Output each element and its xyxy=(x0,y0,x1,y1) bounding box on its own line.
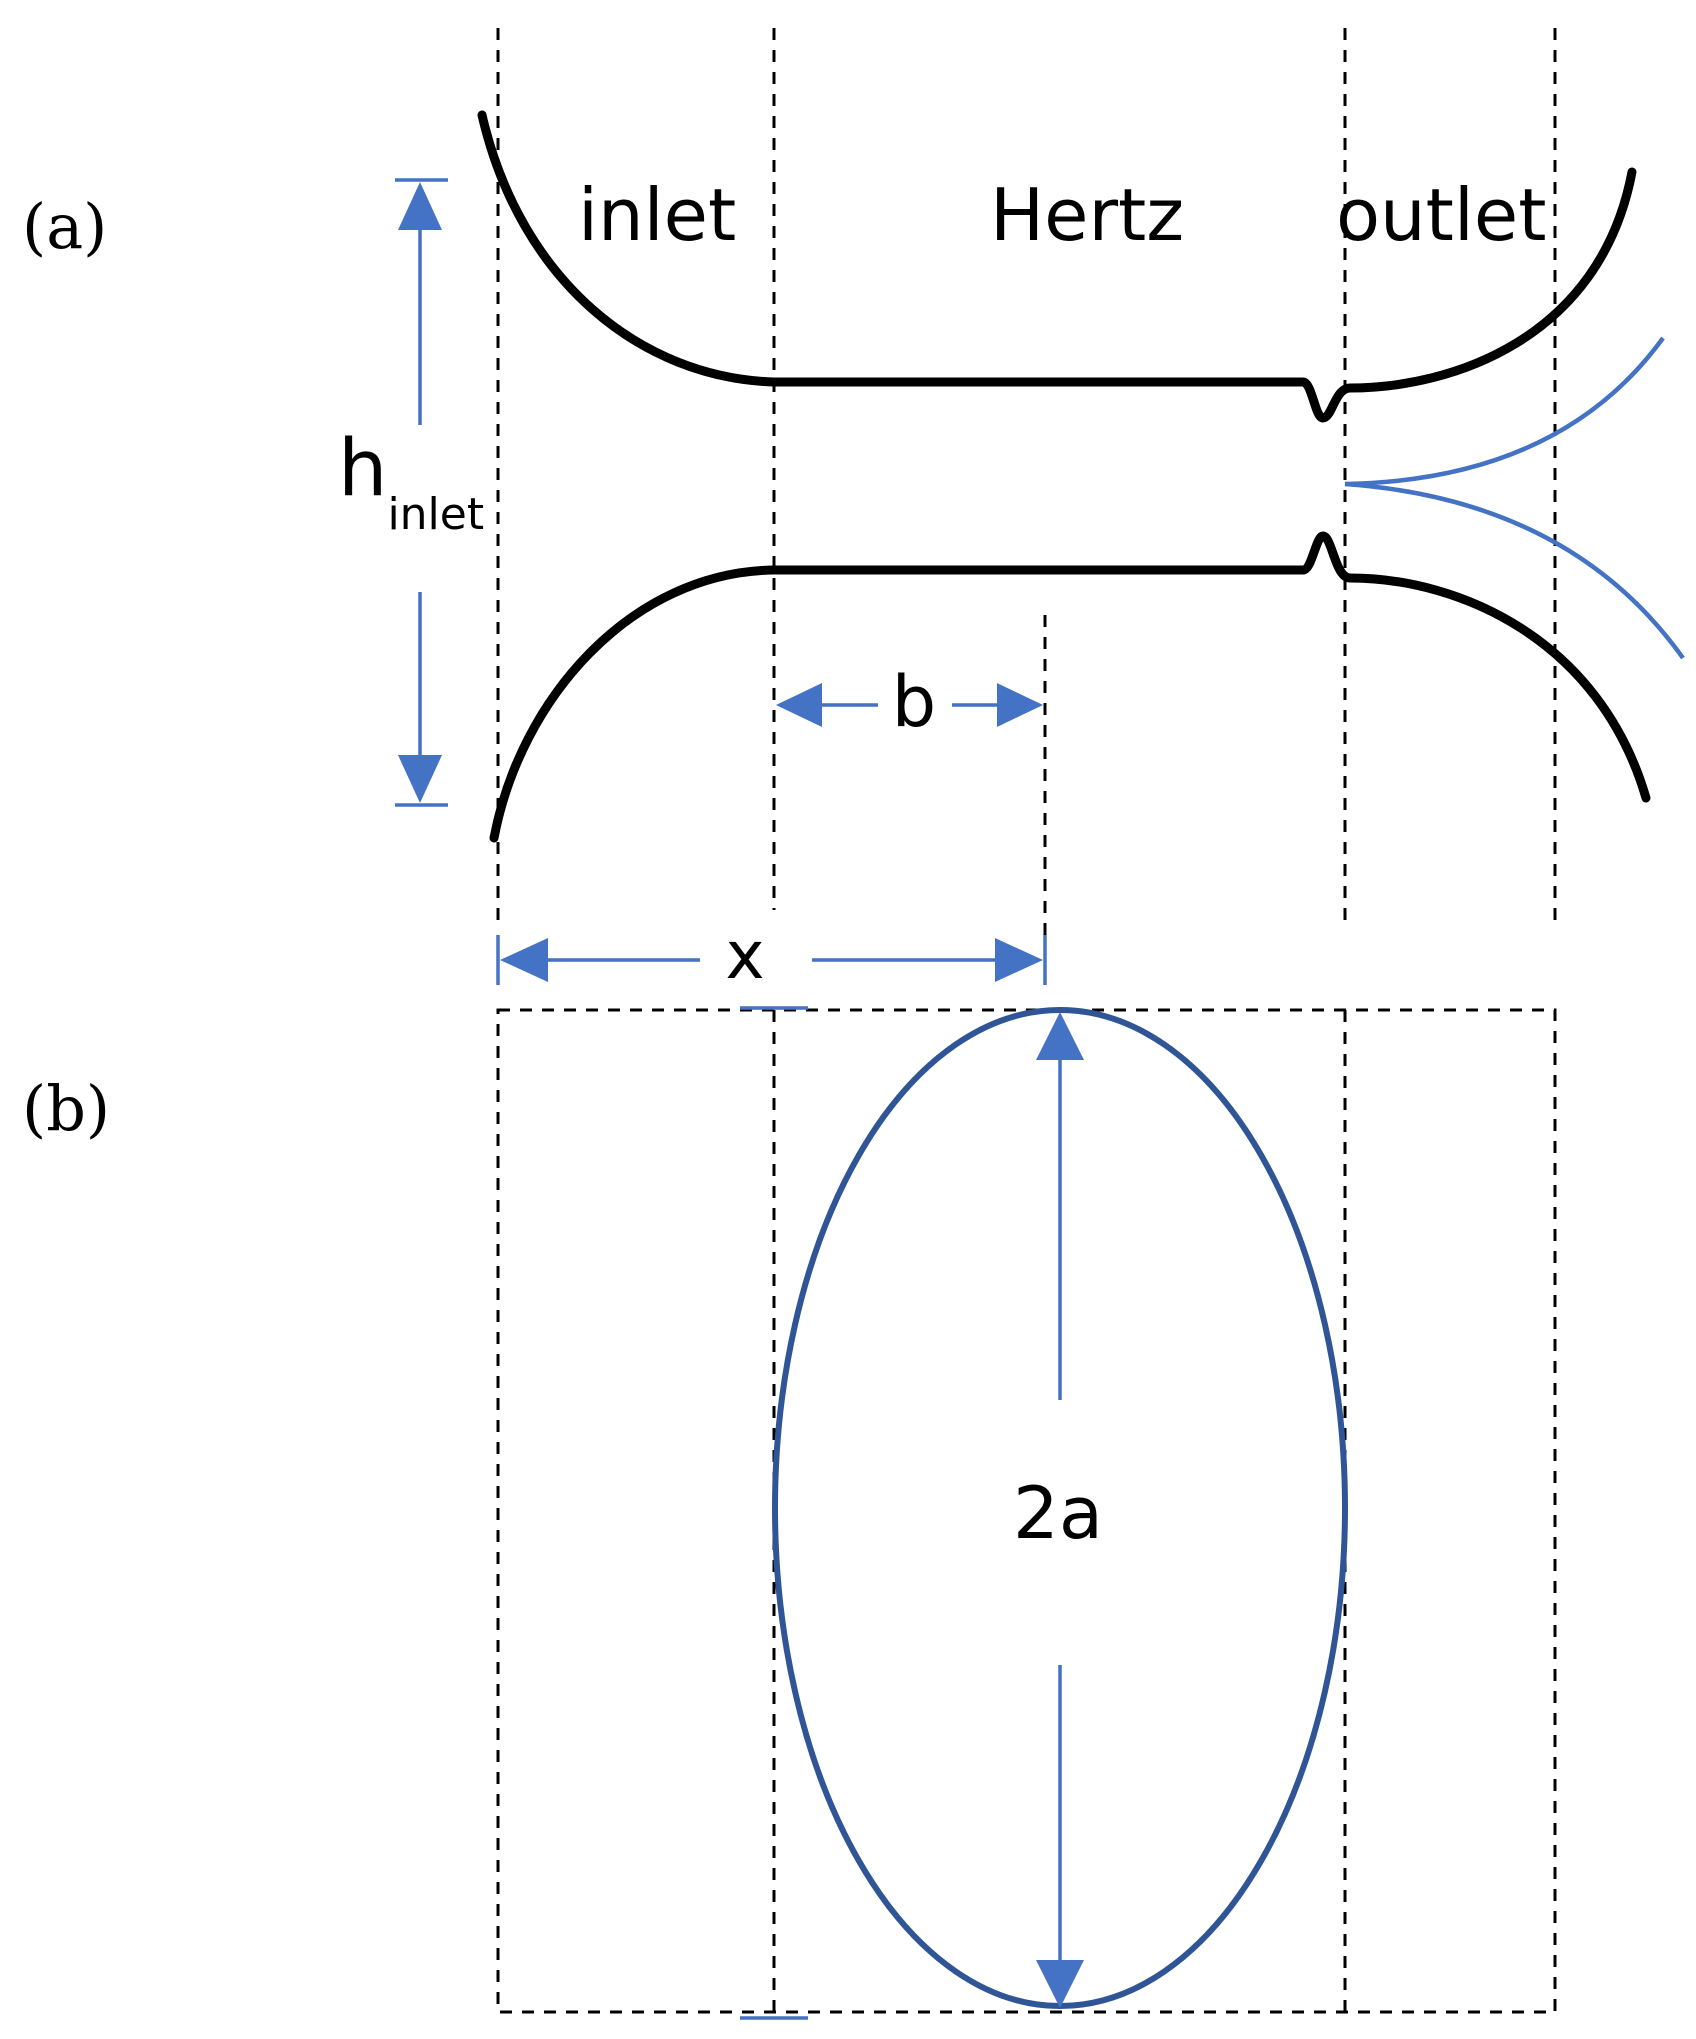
two-a-dimension: 2a xyxy=(740,1006,1103,2020)
lower-surface-profile xyxy=(489,531,1651,843)
meniscus-lower-curve xyxy=(1344,481,1685,660)
h-inlet-dimension: hinlet xyxy=(338,178,484,807)
inlet-region-label: inlet xyxy=(578,173,736,257)
two-a-up-arrow xyxy=(1036,1012,1084,1060)
b-right-arrow xyxy=(997,683,1043,727)
guide-lines-b xyxy=(496,1008,1557,2014)
panel-b-label: (b) xyxy=(22,1072,110,1145)
two-a-down-arrow xyxy=(1036,1960,1084,2008)
h-inlet-main: h xyxy=(338,424,387,514)
x-label: x xyxy=(725,917,764,994)
outlet-meniscus xyxy=(1344,336,1685,660)
x-right-arrow xyxy=(995,938,1043,982)
x-dimension: x xyxy=(496,917,1047,994)
h-inlet-up-arrow xyxy=(398,182,442,230)
b-label: b xyxy=(892,661,936,743)
h-inlet-label: hinlet xyxy=(338,424,484,540)
h-inlet-subscript: inlet xyxy=(387,489,484,540)
hertz-region-label: Hertz xyxy=(990,173,1184,257)
two-a-label: 2a xyxy=(1013,1471,1103,1555)
contact-region-box xyxy=(496,1008,1557,2014)
h-inlet-down-arrow xyxy=(398,755,442,803)
guide-lines-a xyxy=(496,28,1557,970)
x-left-arrow xyxy=(500,938,548,982)
upper-surface-profile xyxy=(477,110,1637,423)
meniscus-upper-curve xyxy=(1344,336,1665,487)
b-left-arrow xyxy=(776,683,822,727)
panel-a-label: (a) xyxy=(22,190,107,263)
outlet-region-label: outlet xyxy=(1336,173,1546,257)
b-dimension: b xyxy=(776,661,1043,743)
